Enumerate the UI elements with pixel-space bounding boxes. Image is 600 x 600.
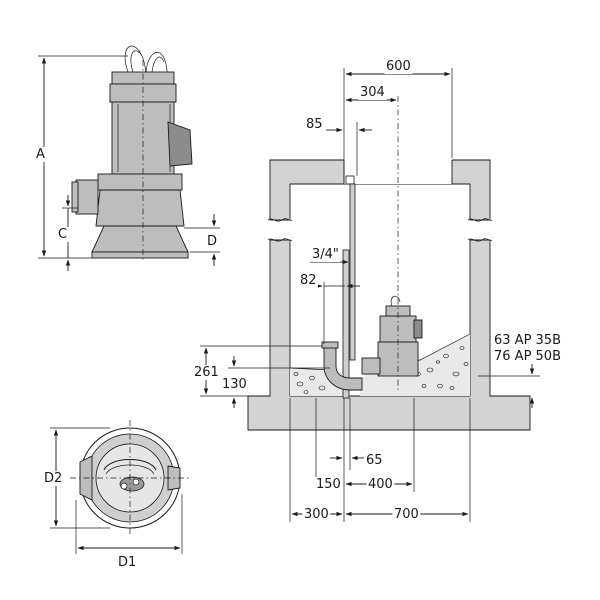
label-background <box>116 555 138 570</box>
label-background <box>34 147 47 162</box>
label-D1: D1 <box>118 555 136 570</box>
label-background <box>220 377 249 392</box>
label-C: C <box>58 227 67 242</box>
label-background <box>492 333 563 348</box>
label-130: 130 <box>222 377 247 392</box>
label-400: 400 <box>368 477 393 492</box>
pump-top-view: D2 D1 <box>42 420 190 570</box>
label-background <box>358 85 387 100</box>
label-300: 300 <box>304 507 329 522</box>
label-D2: D2 <box>44 471 62 486</box>
label-background <box>304 117 325 132</box>
label-D: D <box>207 234 217 249</box>
label-background <box>42 471 64 486</box>
label-background <box>298 273 319 288</box>
label-background <box>56 227 69 242</box>
label-700: 700 <box>394 507 419 522</box>
label-background <box>366 477 395 492</box>
label-82: 82 <box>300 273 317 288</box>
model-label-1: 63 AP 35B <box>494 333 561 348</box>
volute-body <box>95 189 185 227</box>
label-background <box>192 365 221 380</box>
label-background <box>314 477 343 492</box>
label-background <box>205 234 219 249</box>
label-A: A <box>36 147 45 162</box>
label-600: 600 <box>386 59 411 74</box>
pump-side-view: A C D <box>34 45 220 271</box>
riser-pipe-lower <box>342 249 350 399</box>
label-background <box>384 59 413 74</box>
label-background <box>310 247 341 262</box>
label-background <box>392 507 421 522</box>
sump-installation: 600 304 85 3/4" 82 261 130 63 AP 35B 76 … <box>192 59 563 522</box>
label-background <box>302 507 331 522</box>
discharge-flange <box>75 179 99 215</box>
label-150: 150 <box>316 477 341 492</box>
label-65: 65 <box>366 453 383 468</box>
volute-top <box>97 173 183 191</box>
label-85: 85 <box>306 117 323 132</box>
label-background <box>364 453 385 468</box>
guide-rail <box>349 183 356 361</box>
label-261: 261 <box>194 365 219 380</box>
discharge-bend <box>323 345 363 391</box>
label-304: 304 <box>360 85 385 100</box>
float-switch <box>167 121 193 167</box>
pump-stand <box>91 225 189 253</box>
model-label-2: 76 AP 50B <box>494 349 561 364</box>
label-3-4-inch: 3/4" <box>312 247 339 262</box>
label-background <box>492 349 563 364</box>
